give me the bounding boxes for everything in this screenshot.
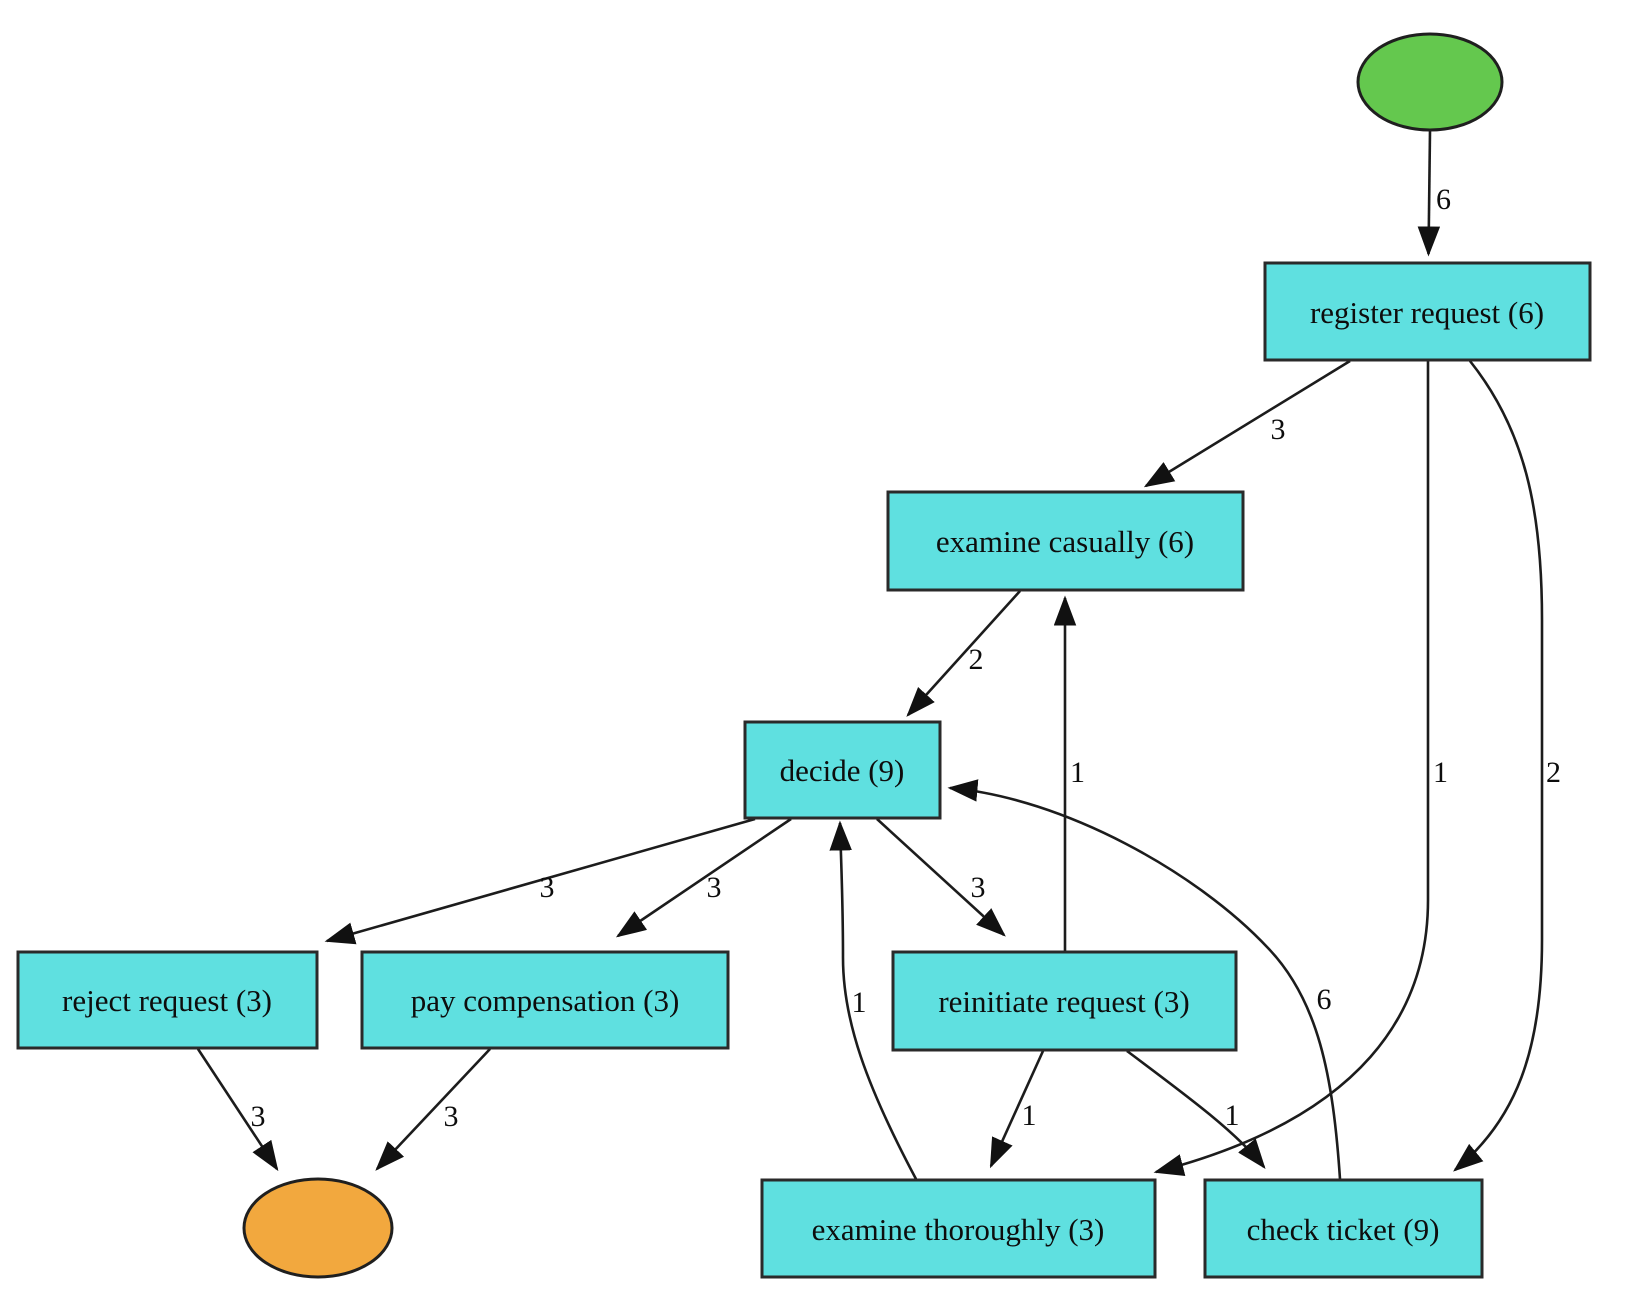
edges: 6 3 1 2 2 1 6 3	[196, 130, 1561, 1180]
edge-line	[1143, 359, 1351, 488]
edge-count-label: 1	[1433, 756, 1448, 789]
edge-examine-thoroughly-to-decide: 1	[829, 820, 918, 1180]
edge-register-request-to-examine-thoroughly: 1	[1153, 361, 1448, 1177]
reinitiate-request-label: reinitiate request (3)	[938, 984, 1189, 1019]
check-ticket-box	[1203, 1178, 1484, 1279]
node-check-ticket: check ticket (9)	[1203, 1178, 1484, 1279]
decide-box	[743, 720, 942, 820]
edge-count-label: 1	[852, 986, 867, 1019]
reinitiate-request-box	[891, 950, 1238, 1052]
edge-line	[1453, 360, 1544, 1172]
pay-compensation-label: pay compensation (3)	[411, 983, 680, 1018]
edge-reject-request-to-end: 3	[196, 1048, 279, 1172]
edge-pay-compensation-to-end: 3	[375, 1048, 491, 1171]
edge-count-label: 3	[444, 1100, 459, 1133]
edge-decide-to-reject-request: 3	[324, 817, 756, 945]
edge-count-label: 2	[1546, 756, 1561, 789]
edge-count-label: 3	[251, 1100, 266, 1133]
edge-line	[196, 1048, 279, 1172]
register-request-box	[1263, 261, 1592, 362]
node-register-request: register request (6)	[1263, 261, 1592, 362]
examine-casually-box	[886, 490, 1245, 592]
edge-check-ticket-to-decide: 6	[947, 779, 1342, 1180]
edge-line	[1417, 130, 1441, 257]
edge-count-label: 2	[969, 643, 984, 676]
examine-casually-label: examine casually (6)	[936, 524, 1194, 559]
reject-request-box	[16, 950, 319, 1050]
edge-line	[324, 817, 756, 945]
examine-thoroughly-box	[760, 1178, 1157, 1279]
node-pay-compensation: pay compensation (3)	[360, 950, 730, 1050]
decide-label: decide (9)	[780, 753, 905, 788]
start-ellipse	[1356, 32, 1504, 132]
edge-decide-to-reinitiate-request: 3	[876, 818, 1006, 937]
edge-line	[375, 1048, 491, 1171]
edge-count-label: 6	[1436, 183, 1451, 216]
edge-reinitiate-request-to-check-ticket: 1	[1126, 1049, 1266, 1169]
check-ticket-label: check ticket (9)	[1247, 1212, 1440, 1247]
edge-count-label: 1	[1225, 1099, 1240, 1132]
edge-line	[947, 779, 1342, 1180]
node-decide: decide (9)	[743, 720, 942, 820]
reject-request-label: reject request (3)	[62, 983, 272, 1018]
edge-decide-to-pay-compensation: 3	[615, 817, 792, 938]
node-reinitiate-request: reinitiate request (3)	[891, 950, 1238, 1052]
edge-start-to-register-request: 6	[1417, 130, 1451, 257]
node-examine-thoroughly: examine thoroughly (3)	[760, 1178, 1157, 1279]
edge-register-request-to-check-ticket: 2	[1453, 360, 1561, 1172]
edge-count-label: 1	[1070, 756, 1085, 789]
node-start	[1356, 32, 1504, 132]
edge-count-label: 3	[707, 871, 722, 904]
edge-examine-casually-to-decide: 2	[906, 590, 1021, 717]
edge-line	[906, 590, 1021, 717]
examine-thoroughly-label: examine thoroughly (3)	[812, 1212, 1105, 1247]
end-ellipse	[242, 1177, 394, 1279]
nodes: register request (6) examine casually (6…	[16, 32, 1592, 1279]
edge-line	[989, 1050, 1045, 1169]
edge-count-label: 6	[1317, 983, 1332, 1016]
node-reject-request: reject request (3)	[16, 950, 319, 1050]
node-end	[242, 1177, 394, 1279]
edge-reinitiate-request-to-examine-casually: 1	[1053, 595, 1085, 951]
register-request-label: register request (6)	[1310, 295, 1544, 330]
pay-compensation-box	[360, 950, 730, 1050]
edge-count-label: 1	[1022, 1099, 1037, 1132]
edge-line	[829, 820, 918, 1180]
edge-line	[1126, 1049, 1266, 1169]
edge-line	[1153, 361, 1430, 1177]
edge-line	[615, 817, 792, 938]
node-examine-casually: examine casually (6)	[886, 490, 1245, 592]
edge-count-label: 3	[540, 871, 555, 904]
edge-reinitiate-request-to-examine-thoroughly: 1	[989, 1050, 1045, 1169]
edge-count-label: 3	[971, 871, 986, 904]
edge-line	[876, 818, 1006, 937]
edge-count-label: 3	[1271, 413, 1286, 446]
edge-register-request-to-examine-casually: 3	[1143, 359, 1351, 488]
